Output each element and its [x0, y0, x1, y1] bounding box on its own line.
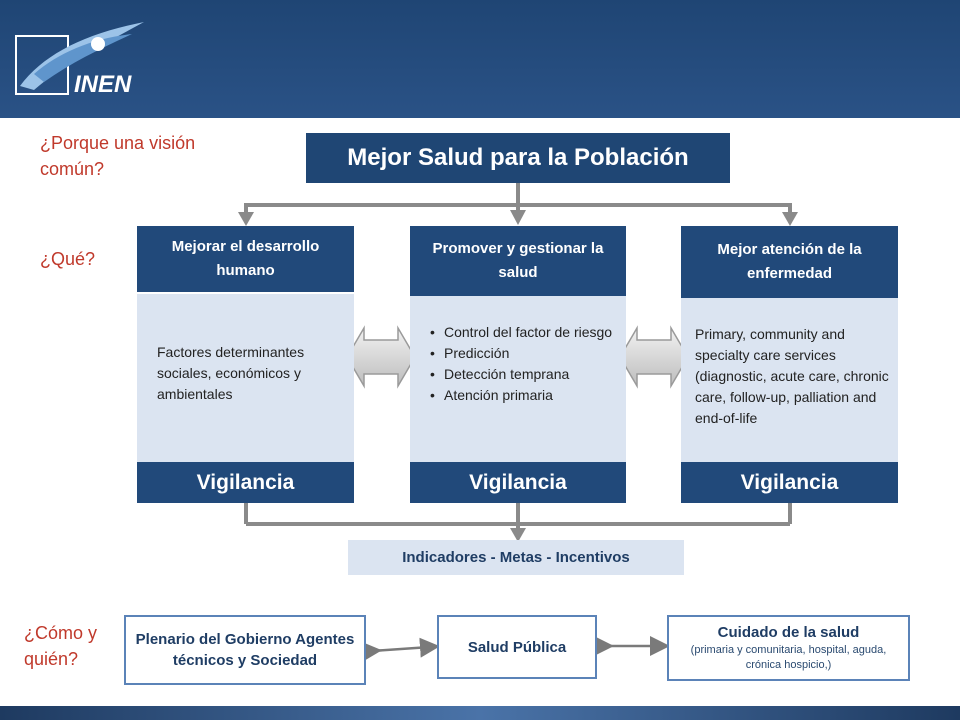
- indicators-bar: Indicadores - Metas - Incentivos: [348, 540, 684, 575]
- column-3-header: Mejor atención de la enfermedad: [681, 226, 898, 298]
- health-care-subtitle: (primaria y comunitaria, hospital, aguda…: [690, 644, 887, 671]
- column-1-footer: Vigilancia: [137, 462, 354, 503]
- bullet-item: Detección temprana: [430, 364, 618, 385]
- government-text: Plenario del Gobierno Agentes técnicos y…: [135, 631, 355, 669]
- column-1-text: Factores determinantes sociales, económi…: [157, 344, 305, 402]
- column-3-text: Primary, community and specialty care se…: [695, 326, 889, 426]
- public-health-box: Salud Pública: [437, 615, 597, 679]
- public-health-text: Salud Pública: [467, 638, 567, 656]
- column-1-header: Mejorar el desarrollo humano: [137, 226, 354, 292]
- health-care-box: Cuidado de la salud (primaria y comunita…: [667, 615, 910, 681]
- government-box: Plenario del Gobierno Agentes técnicos y…: [124, 615, 366, 685]
- column-2-body: Control del factor de riesgo Predicción …: [410, 296, 626, 462]
- double-arrow-right: [619, 325, 689, 389]
- column-2-header: Promover y gestionar la salud: [410, 226, 626, 296]
- question-how: ¿Cómo y quién?: [24, 623, 98, 669]
- question-what: ¿Qué?: [40, 249, 96, 269]
- health-care-title: Cuidado de la salud: [717, 624, 860, 641]
- bullet-item: Control del factor de riesgo: [430, 322, 618, 343]
- column-2-bullets: Control del factor de riesgo Predicción …: [426, 322, 618, 406]
- question-why: ¿Porque una visión común?: [40, 133, 196, 179]
- column-3-body: Primary, community and specialty care se…: [681, 298, 898, 462]
- footer-bar: [0, 706, 960, 720]
- column-1-body: Factores determinantes sociales, económi…: [137, 294, 354, 462]
- bullet-item: Atención primaria: [430, 385, 618, 406]
- header-banner: INEN: [0, 0, 960, 118]
- column-2-footer: Vigilancia: [410, 462, 626, 503]
- inen-logo: INEN: [15, 22, 144, 98]
- svg-text:INEN: INEN: [74, 71, 132, 98]
- bullet-item: Predicción: [430, 343, 618, 364]
- goal-box: Mejor Salud para la Población: [306, 133, 730, 183]
- double-arrow-left: [346, 325, 416, 389]
- column-3-footer: Vigilancia: [681, 462, 898, 503]
